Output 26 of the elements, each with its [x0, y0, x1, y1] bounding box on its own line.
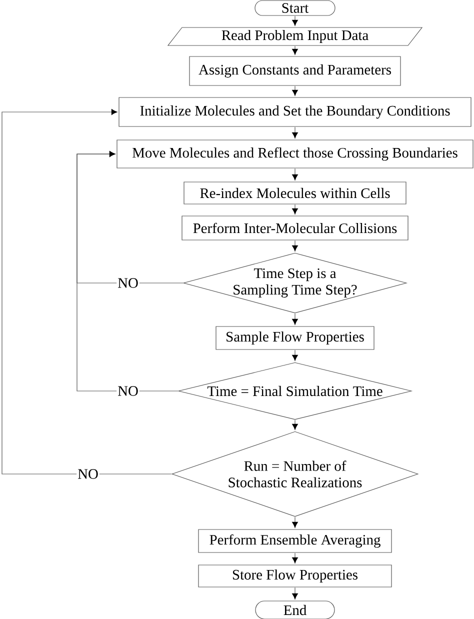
- arrow: [292, 168, 298, 180]
- arrow: [292, 516, 298, 528]
- process-box: Initialize Molecules and Set the Boundary Conditions: [118, 97, 472, 127]
- process-box: Perform Inter-Molecular Collisions: [182, 216, 408, 240]
- edge-label: NO: [116, 385, 140, 397]
- arrow: [292, 46, 298, 55]
- arrow: [76, 151, 178, 392]
- process-box: Re-index Molecules within Cells: [184, 182, 406, 204]
- arrow: [292, 587, 298, 600]
- process-box: Sample Flow Properties: [216, 326, 374, 350]
- edge-label: NO: [76, 468, 100, 480]
- arrow: [292, 350, 298, 361]
- arrow: [292, 204, 298, 214]
- arrow: [292, 16, 298, 26]
- arrow: [292, 86, 298, 96]
- process-box: Move Molecules and Reflect those Crossing Boundaries: [116, 140, 474, 168]
- edge-label: NO: [116, 277, 140, 289]
- arrow: [292, 240, 298, 252]
- arrow: [292, 552, 298, 564]
- arrow: [292, 126, 298, 138]
- process-box: Assign Constants and Parameters: [189, 56, 401, 86]
- arrow: [2, 109, 172, 474]
- process-box: Perform Ensemble Averaging: [198, 529, 392, 553]
- arrow: [292, 420, 298, 430]
- arrow: [292, 313, 298, 325]
- process-box: Store Flow Properties: [198, 564, 392, 588]
